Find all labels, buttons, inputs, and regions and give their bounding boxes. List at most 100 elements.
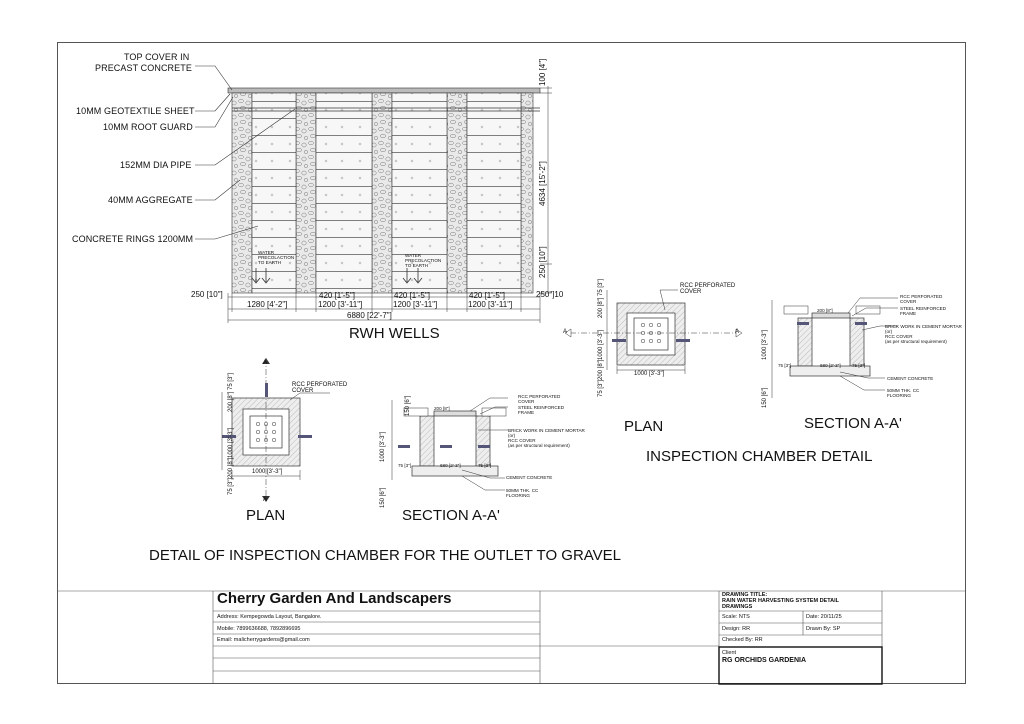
plan-2-drawing [564,289,743,374]
sec1-l7: RCC COVER [508,438,536,443]
water-label-1b: PRECOLACTION [258,255,295,260]
plan2-marker-left: A [563,329,568,335]
section-2-drawing [771,297,898,398]
label-pipe: 152MM DIA PIPE [120,160,192,170]
water-label-2c: TO EARTH [405,263,429,268]
heading-inspection-detail: INSPECTION CHAMBER DETAIL [646,448,873,465]
client-box [718,646,883,685]
gravel-strip [446,92,468,294]
sec2-l10: 50MM THK. CC [887,388,920,393]
dim-6880: 6880 [22'-7"] [347,311,392,320]
design-field: Design: RR [722,626,751,632]
sec1-d200: 200 [8"] [434,406,450,411]
plan1-dim-v3: 1000 [3'-3"] [228,427,234,458]
plan1-title: PLAN [246,507,286,524]
label-geotextile: 10MM GEOTEXTILE SHEET [76,106,195,116]
sec1-l6: (or) [508,433,516,438]
concrete-ring-stack [391,92,448,294]
sec1-l5: BRICK WORK IN CEMENT MORTAR [508,428,585,433]
top-cover-slab [227,87,541,94]
company-address: Address: Kempegowda Layout, Bangalore. [217,614,322,620]
heading-outlet-detail: DETAIL OF INSPECTION CHAMBER FOR THE OUT… [149,547,622,564]
label-aggregate: 40MM AGGREGATE [108,195,193,205]
plan2-marker-right: A [735,329,740,335]
sec2-l2: COVER [900,299,917,304]
sec2-l9: CEMENT CONCRETE [887,376,934,381]
dim-1200-2: 1200 [3'-11"] [393,300,438,309]
label-top-cover-1: TOP COVER IN [124,52,190,62]
sec1-l2: COVER [518,399,535,404]
section-1-drawing [391,397,508,491]
plan2-title: PLAN [624,418,664,435]
water-label-2a: WATER [405,253,422,258]
drawing-title-1: RAIN WATER HARVESTING SYSTEM DETAIL [722,598,840,604]
water-label-1a: WATER [258,250,275,255]
sec2-v1000: 1000 [3'-3"] [762,329,768,360]
plan1-marker-bottom: A [263,497,268,503]
sec1-title: SECTION A-A' [402,507,500,524]
water-label-1c: TO EARTH [258,260,282,265]
plan2-dim-v1: 75 [3"] [598,278,604,296]
plan2-cover-2: COVER [680,289,702,295]
sheet-border [57,42,966,684]
plan1-cover-1: RCC PERFORATED [292,382,348,388]
company-email: Email: malicherrygardens@gmail.com [217,637,310,643]
sec1-l4: FRAME [518,410,535,415]
plan2-dim-v4: 200 [8"] [598,359,604,380]
gravel-strip [371,92,393,294]
dim-1280: 1280 [4'-2"] [247,300,288,309]
company-mobile: Mobile: 7899636688, 7892896695 [217,626,301,632]
plan-1-drawing [221,358,330,502]
sec1-d75b: 75 [3"] [478,463,492,468]
dim-v4634: 4634 [15'-2"] [538,161,547,206]
company-name: Cherry Garden And Landscapers [217,590,452,607]
rwh-wells-section [195,65,552,323]
concrete-ring-stack [466,92,522,294]
plan1-dim-v1: 75 [3"] [228,372,234,390]
drawing-title-label: DRAWING TITLE: [722,592,768,598]
plan1-cover-2: COVER [292,388,314,394]
sec2-title: SECTION A-A' [804,415,902,432]
sec1-l1: RCC PERFORATED [518,394,561,399]
sec1-l9: CEMENT CONCRETE [506,475,553,480]
sec1-l11: FLOORING [506,493,530,498]
water-label-2b: PRECOLACTION [405,258,442,263]
dim-v250: 250 [10"] [538,246,547,278]
sec2-d75b: 75 [3"] [852,363,866,368]
gravel-strip [295,92,317,294]
sec2-d200: 200 [8"] [817,308,833,313]
gravel-strip [520,92,534,294]
dim-1200-1: 1200 [3'-11"] [318,300,363,309]
sec1-v1000: 1000 [3'-3"] [380,431,386,462]
label-rings: CONCRETE RINGS 1200MM [72,234,194,244]
sec2-l7: RCC COVER [885,334,913,339]
leader-lines [195,65,296,240]
sec2-v150: 150 [6"] [762,387,768,408]
concrete-ring-stack [315,92,373,294]
concrete-ring-stack [251,92,297,294]
plan1-marker-top: A [263,360,268,366]
drawn-by-field: Drawn By: SP [806,626,841,632]
water-arrows [251,268,423,284]
sec2-l8: (as per structural requirement) [885,339,947,344]
sec1-d75a: 75 [3"] [398,463,412,468]
sec1-v150: 150 [6"] [380,487,386,508]
checked-by-field: Checked By: RR [722,637,763,643]
dim-250-right: 250"]10 [536,290,564,299]
dim-250-left: 250 [10"] [191,290,223,299]
label-top-cover-2: PRECAST CONCRETE [95,63,192,73]
plan2-cover-1: RCC PERFORATED [680,283,736,289]
sec2-l3: STEEL REINFORCED [900,306,947,311]
sec2-d75a: 75 [3"] [778,363,792,368]
sec2-l5: BRICK WORK IN CEMENT MORTAR [885,324,962,329]
dim-420-2: 420 [1'-5"] [394,291,430,300]
sec2-l6: (or) [885,329,893,334]
sec2-l1: RCC PERFORATED [900,294,943,299]
dim-420-1: 420 [1'-5"] [319,291,355,300]
sec1-l3: STEEL REINFORCED [518,405,565,410]
plan2-dim-v3: 1000 [3'-3"] [598,329,604,360]
plan1-dim-v2: 200 [8"] [228,391,234,412]
plan2-dim-v5: 75 [3"] [598,379,604,397]
plan1-dim-v4: 200 [8"] [228,457,234,478]
